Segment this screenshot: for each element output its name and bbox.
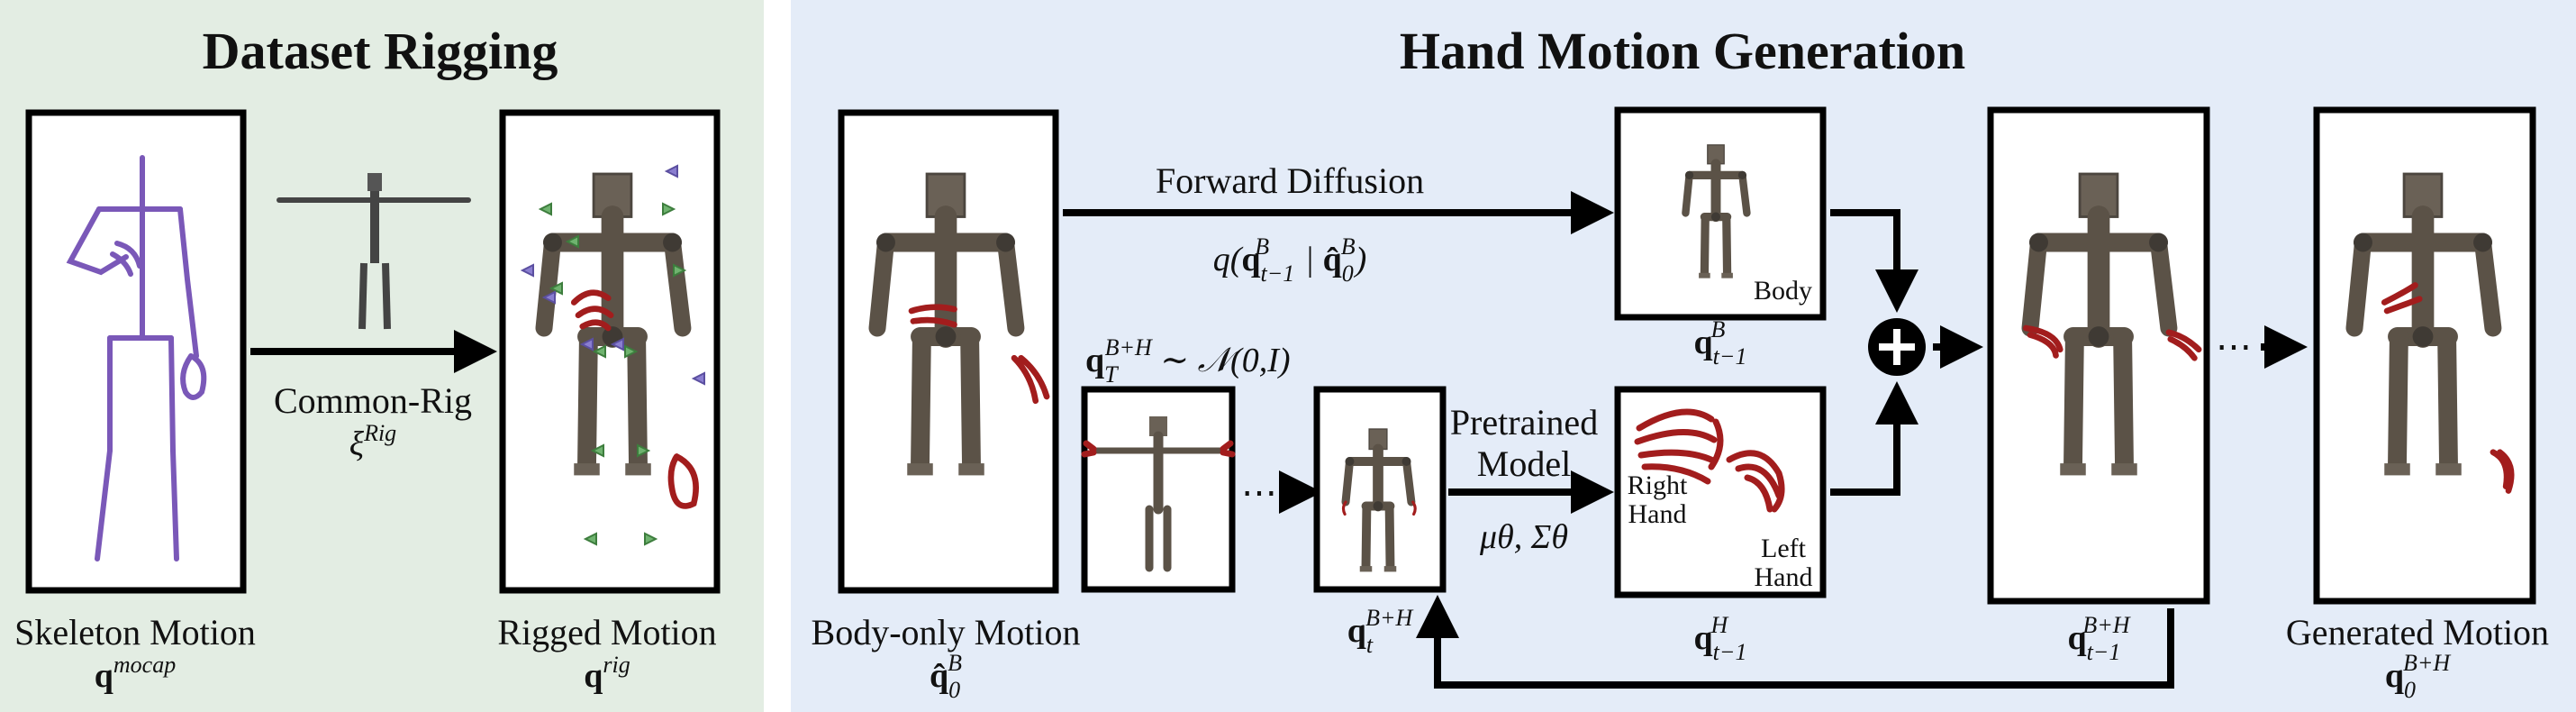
qt-figure xyxy=(1344,429,1416,571)
rigged-figure xyxy=(543,174,699,509)
left-panel-title: Dataset Rigging xyxy=(203,22,558,80)
qt-symbol: qtB+H xyxy=(1347,605,1414,658)
rigged-motion-symbol: qrig xyxy=(584,652,630,695)
left-hand-line1: Left xyxy=(1761,534,1807,563)
body-tag: Body xyxy=(1754,276,1812,306)
qb-symbol: qt−1B xyxy=(1694,316,1747,370)
generated-motion-caption: Generated Motion xyxy=(2286,612,2549,653)
body-only-motion-caption: Body-only Motion xyxy=(812,612,1081,653)
generated-figure xyxy=(2354,174,2515,494)
left-hand-line2: Hand xyxy=(1755,562,1813,592)
ellipsis-2: ⋯ xyxy=(2216,326,2252,367)
left-hand-shape xyxy=(1726,450,1785,513)
forward-diffusion-formula: q(qt−1B | q̂0B) xyxy=(1213,233,1367,287)
ellipsis-1: ⋯ xyxy=(1241,472,1277,513)
right-hand-line1: Right xyxy=(1628,470,1688,500)
qbh-figure xyxy=(2026,174,2202,475)
body-only-figure xyxy=(876,174,1050,475)
feedback-loop-arrow xyxy=(1416,595,2174,689)
rig-control-markers xyxy=(538,202,687,546)
right-panel-title: Hand Motion Generation xyxy=(1400,22,1965,80)
noise-prior-formula: qTB+H ∼ 𝒩(0,I) xyxy=(1085,334,1291,388)
body-to-combine-arrow xyxy=(1830,209,1918,313)
body-only-motion-symbol: q̂0B xyxy=(930,650,962,703)
rigged-motion-caption: Rigged Motion xyxy=(497,612,716,653)
right-hand-shape xyxy=(1634,408,1724,485)
hands-to-combine-arrow xyxy=(1830,381,1918,496)
qbh-symbol: qt−1B+H xyxy=(2067,612,2130,665)
right-hand-line2: Hand xyxy=(1628,499,1687,529)
noise-figure xyxy=(1081,416,1236,572)
qh-symbol: qt−1H xyxy=(1694,612,1747,665)
skeleton-motion-symbol: qmocap xyxy=(95,652,176,695)
skeleton-motion-caption: Skeleton Motion xyxy=(14,612,256,653)
skeleton-figure xyxy=(66,155,207,561)
skeleton-motion-frame xyxy=(25,109,247,594)
rig-joint-markers xyxy=(520,164,705,386)
xi-rig-symbol: ξRig xyxy=(349,420,396,463)
common-rig-label: Common-Rig xyxy=(274,380,472,421)
forward-diffusion-label: Forward Diffusion xyxy=(1156,160,1424,201)
pretrained-line1: Pretrained xyxy=(1450,402,1598,443)
generated-motion-symbol: q0B+H xyxy=(2385,650,2452,703)
pretrained-line2: Model xyxy=(1477,443,1571,484)
plus-circle-icon xyxy=(1868,318,1926,376)
mu-sigma: μθ, Σθ xyxy=(1479,518,1568,556)
common-rig-tpose xyxy=(277,173,471,330)
